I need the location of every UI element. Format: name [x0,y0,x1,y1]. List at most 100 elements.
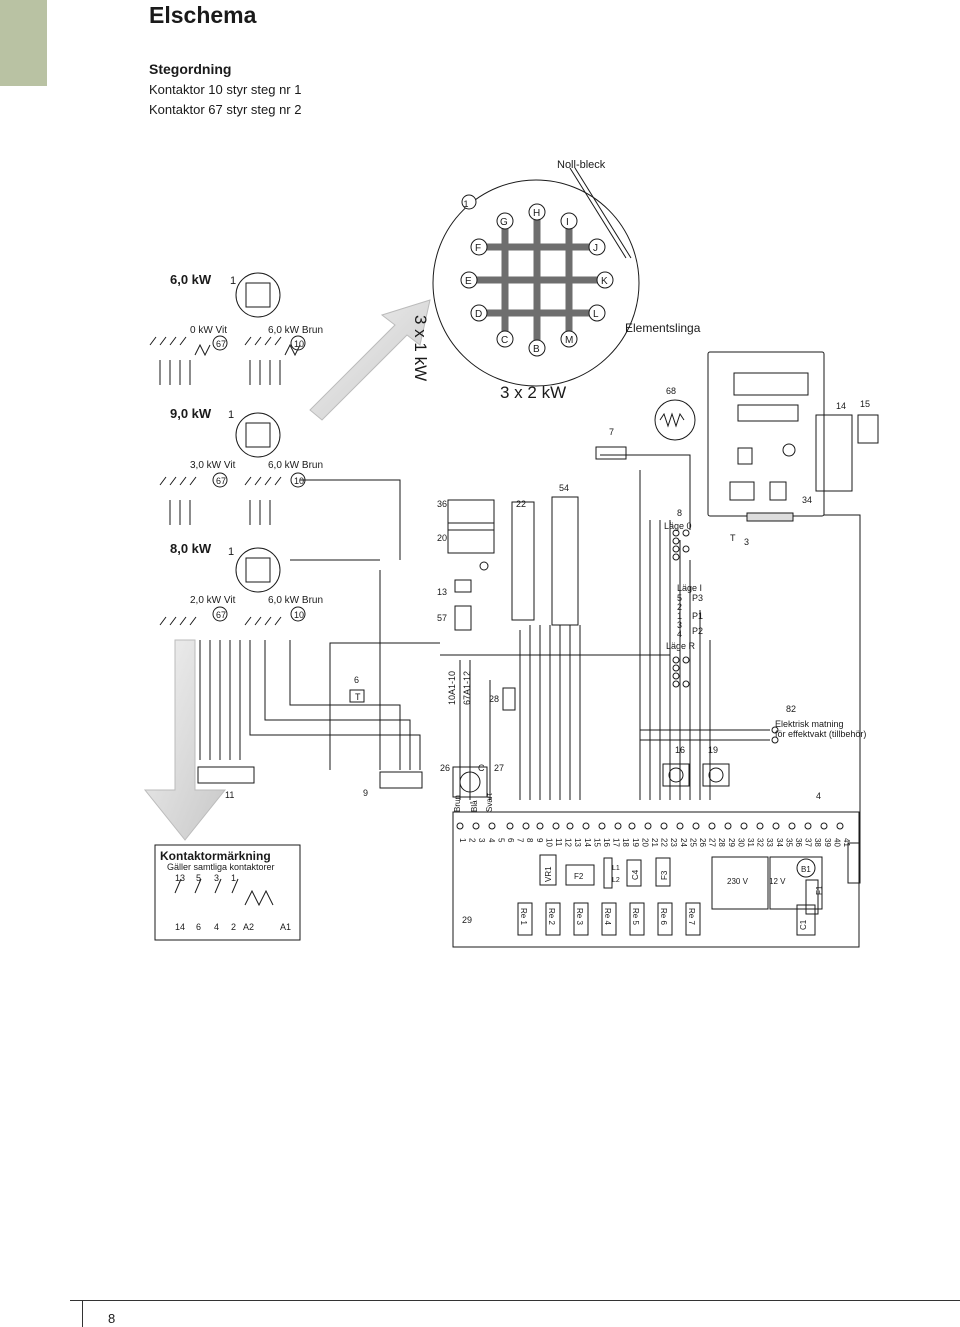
svg-text:19: 19 [708,745,718,755]
svg-text:34: 34 [802,495,812,505]
svg-text:2,0 kW Vit: 2,0 kW Vit [190,595,236,606]
svg-text:1: 1 [228,409,234,421]
svg-text:13: 13 [175,873,185,883]
board-terminal-label: 29 [727,838,736,847]
board-terminal-label: 25 [688,838,697,847]
svg-text:29: 29 [462,915,472,925]
svg-text:68: 68 [666,386,676,396]
svg-text:L: L [593,309,599,320]
svg-text:E: E [465,276,472,287]
svg-text:67A1-12: 67A1-12 [462,671,472,705]
board-terminal-label: 11 [554,838,563,847]
svg-text:P2: P2 [692,626,703,636]
svg-text:T: T [355,692,361,702]
page-title: Elschema [149,2,257,28]
svg-text:P3: P3 [692,593,703,603]
relay-label: Re 3 [575,908,584,925]
relay-label: Re 2 [547,908,556,925]
svg-text:C1: C1 [799,919,808,930]
relay-label: Re 5 [631,908,640,925]
svg-text:3,0 kW Vit: 3,0 kW Vit [190,460,236,471]
svg-text:H: H [533,208,540,219]
svg-text:6: 6 [354,675,359,685]
section-3-contactors [159,547,306,626]
board-terminal-label: 27 [708,838,717,847]
board-terminal-label: 8 [525,838,534,843]
svg-text:P1: P1 [692,611,703,621]
terminal-block-9 [379,771,423,789]
svg-text:2: 2 [231,922,236,932]
elementslinga-label: Elementslinga [625,321,701,335]
svg-text:6,0 kW Brun: 6,0 kW Brun [268,595,323,606]
relay-box [601,902,617,936]
board-terminal-label: 39 [823,838,832,847]
board-terminal-label: 4 [487,838,496,843]
board-terminal-label: 33 [765,838,774,847]
board-terminal-label: 36 [794,838,803,847]
svg-text:10: 10 [294,476,304,486]
svg-text:10: 10 [294,610,304,620]
section-tab [0,0,47,86]
relay-box [573,902,589,936]
svg-text:Läge I: Läge I [677,583,702,593]
svg-text:A2: A2 [243,922,254,932]
board-terminal-label: 24 [679,838,688,847]
key-title: Kontaktormärkning [160,849,271,863]
relay-label: Re 1 [519,908,528,925]
svg-text:F3: F3 [660,870,669,880]
svg-text:20: 20 [437,533,447,543]
svg-text:C: C [478,763,485,773]
svg-text:12 V: 12 V [769,877,786,886]
subtitle: Stegordning [149,61,232,77]
svg-text:F: F [475,243,481,254]
svg-text:28: 28 [489,694,499,704]
board-terminal-label: 37 [804,838,813,847]
svg-text:I: I [566,217,569,228]
svg-text:D: D [475,309,482,320]
svg-text:G: G [500,217,508,228]
svg-text:22: 22 [516,499,526,509]
svg-text:6: 6 [196,922,201,932]
svg-text:L1: L1 [612,865,620,872]
relay-box [685,902,701,936]
svg-text:1: 1 [228,546,234,558]
main-board [452,811,860,948]
svg-text:2: 2 [677,602,682,612]
svg-text:36: 36 [437,499,447,509]
board-terminal-label: 26 [698,838,707,847]
svg-text:16: 16 [675,745,685,755]
svg-text:14: 14 [175,922,185,932]
svg-text:5: 5 [196,873,201,883]
relay-label: Re 7 [687,908,696,925]
svg-text:Svart: Svart [485,793,494,812]
svg-text:1: 1 [463,199,468,209]
svg-text:Läge R: Läge R [666,641,696,651]
section-2-power: 9,0 kW [170,406,212,421]
svg-text:B: B [533,344,540,355]
svg-text:3: 3 [214,873,219,883]
board-terminal-label: 1 [458,838,467,843]
section-1-power: 6,0 kW [170,272,212,287]
svg-text:VR1: VR1 [544,866,553,882]
board-terminal-label: 23 [669,838,678,847]
element-circle [432,179,640,387]
section-3-power: 8,0 kW [170,541,212,556]
board-terminal-label: 5 [496,838,505,843]
key-box [154,844,301,941]
arrow-up [309,299,431,421]
relay-box [657,902,673,936]
svg-text:14: 14 [836,401,846,411]
svg-text:K: K [601,276,608,287]
board-terminal-label: 41 [842,838,851,847]
svg-text:230 V: 230 V [727,877,749,886]
svg-text:10A1-10: 10A1-10 [447,671,457,705]
svg-text:13: 13 [437,587,447,597]
svg-text:3: 3 [744,537,749,547]
page-number: 8 [108,1311,116,1326]
svg-text:8: 8 [677,508,682,518]
relay-box [517,902,533,936]
svg-text:6,0 kW Brun: 6,0 kW Brun [268,460,323,471]
footer-rule [70,1300,960,1301]
board-terminal-label: 6 [506,838,515,843]
